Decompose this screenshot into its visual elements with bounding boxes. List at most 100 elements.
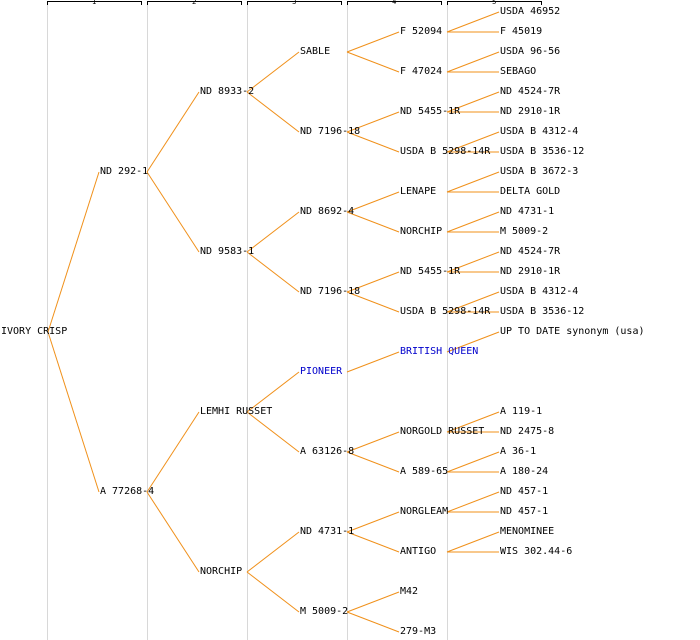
pedigree-node-usda-b-5298-14r-b: USDA B 5298-14R [400,306,491,317]
pedigree-branch-line [346,131,400,153]
pedigree-branch-line [446,491,500,513]
pedigree-branch-line [246,571,300,613]
pedigree-node-a-36-1: A 36-1 [500,446,537,457]
pedigree-node-british-queen[interactable]: BRITISH QUEEN [400,346,479,357]
pedigree-node-nd-7196-18-a: ND 7196-18 [300,126,361,137]
pedigree-branch-line [47,171,100,333]
pedigree-branch-line [146,491,200,573]
pedigree-node-up-to-date: UP TO DATE synonym (usa) [500,326,645,337]
pedigree-node-wis-302-44-6: WIS 302.44-6 [500,546,573,557]
pedigree-node-nd-9583-1: ND 9583-1 [200,246,255,257]
pedigree-branch-line [47,331,100,493]
pedigree-branch-line [246,251,300,293]
pedigree-branch-line [346,511,400,533]
pedigree-branch-line [246,211,300,253]
pedigree-branch-line [346,31,400,53]
pedigree-node-sable: SABLE [300,46,331,57]
pedigree-branch-line [446,171,500,193]
pedigree-node-nd-4524-7r-b: ND 4524-7R [500,246,561,257]
pedigree-branch-line [346,111,400,133]
pedigree-node-usda-b-4312-4-b: USDA B 4312-4 [500,286,579,297]
pedigree-node-a-63126-8: A 63126-8 [300,446,355,457]
pedigree-node-a-77268-4: A 77268-4 [100,486,155,497]
pedigree-node-f-45019: F 45019 [500,26,543,37]
pedigree-node-a-180-24: A 180-24 [500,466,549,477]
pedigree-node-usda-b-5298-14r-a: USDA B 5298-14R [400,146,491,157]
generation-header-number: 2 [192,0,197,6]
pedigree-node-nd-457-1-a: ND 457-1 [500,486,549,497]
generation-header-bracket [47,1,142,5]
pedigree-node-nd-8692-4: ND 8692-4 [300,206,355,217]
pedigree-node-ivory-crisp: IVORY CRISP [1,326,68,337]
generation-header-number: 1 [92,0,97,6]
generation-header-bracket [347,1,442,5]
pedigree-branch-line [346,451,400,473]
pedigree-node-norgold-russet: NORGOLD RUSSET [400,426,485,437]
pedigree-node-nd-8933-2: ND 8933-2 [200,86,255,97]
pedigree-node-nd-5455-1r-b: ND 5455-1R [400,266,461,277]
pedigree-branch-line [346,191,400,213]
pedigree-branch-line [146,411,200,493]
pedigree-branch-line [346,291,400,313]
pedigree-branch-line [346,211,400,233]
pedigree-branch-line [446,11,500,33]
pedigree-node-f-52094: F 52094 [400,26,443,37]
pedigree-node-lemhi-russet: LEMHI RUSSET [200,406,273,417]
pedigree-branch-line [346,531,400,553]
pedigree-branch-line [246,411,300,453]
pedigree-node-norgleam: NORGLEAM [400,506,449,517]
pedigree-branch-line [446,211,500,233]
pedigree-node-usda-b-3536-12-a: USDA B 3536-12 [500,146,585,157]
pedigree-node-norchip-g2: NORCHIP [200,566,243,577]
pedigree-branch-line [246,531,300,573]
generation-header-bracket [147,1,242,5]
pedigree-node-279-m3: 279-M3 [400,626,437,637]
generation-header-number: 4 [392,0,397,6]
pedigree-node-nd-292-1: ND 292-1 [100,166,149,177]
pedigree-branch-line [246,91,300,133]
pedigree-node-f-47024: F 47024 [400,66,443,77]
pedigree-branch-line [346,431,400,453]
pedigree-branch-line [146,171,200,253]
pedigree-node-nd-4524-7r-a: ND 4524-7R [500,86,561,97]
pedigree-branch-line [346,351,400,373]
pedigree-node-nd-2910-1r-a: ND 2910-1R [500,106,561,117]
pedigree-node-usda-b-3672-3: USDA B 3672-3 [500,166,579,177]
pedigree-node-m-5009-2-g3: M 5009-2 [300,606,349,617]
pedigree-branch-line [446,131,500,153]
pedigree-branch-line [346,51,400,73]
pedigree-node-sebago: SEBAGO [500,66,537,77]
pedigree-node-nd-4731-1-g5: ND 4731-1 [500,206,555,217]
pedigree-branch-line [446,411,500,433]
pedigree-branch-line [446,251,500,273]
pedigree-node-antigo: ANTIGO [400,546,437,557]
pedigree-node-m-5009-2-g5: M 5009-2 [500,226,549,237]
pedigree-branch-line [446,331,500,353]
pedigree-node-usda-b-4312-4-a: USDA B 4312-4 [500,126,579,137]
pedigree-node-nd-7196-18-b: ND 7196-18 [300,286,361,297]
pedigree-branch-line [446,531,500,553]
pedigree-node-nd-4731-1-g3: ND 4731-1 [300,526,355,537]
pedigree-node-nd-2475-8: ND 2475-8 [500,426,555,437]
pedigree-node-delta-gold: DELTA GOLD [500,186,561,197]
generation-header-bracket [247,1,342,5]
pedigree-node-pioneer[interactable]: PIONEER [300,366,343,377]
pedigree-branch-line [446,291,500,313]
pedigree-node-m42: M42 [400,586,419,597]
pedigree-branch-line [246,371,300,413]
generation-header-number: 3 [292,0,297,6]
pedigree-branch-line [346,271,400,293]
pedigree-node-norchip-g4: NORCHIP [400,226,443,237]
pedigree-node-usda-b-3536-12-b: USDA B 3536-12 [500,306,585,317]
pedigree-branch-line [346,611,400,633]
pedigree-node-nd-457-1-b: ND 457-1 [500,506,549,517]
pedigree-node-nd-2910-1r-b: ND 2910-1R [500,266,561,277]
pedigree-branch-line [246,51,300,93]
pedigree-branch-line [446,451,500,473]
pedigree-branch-line [146,91,200,173]
generation-header-number: 5 [492,0,497,6]
generation-header-bracket [447,1,542,5]
pedigree-node-menominee: MENOMINEE [500,526,555,537]
